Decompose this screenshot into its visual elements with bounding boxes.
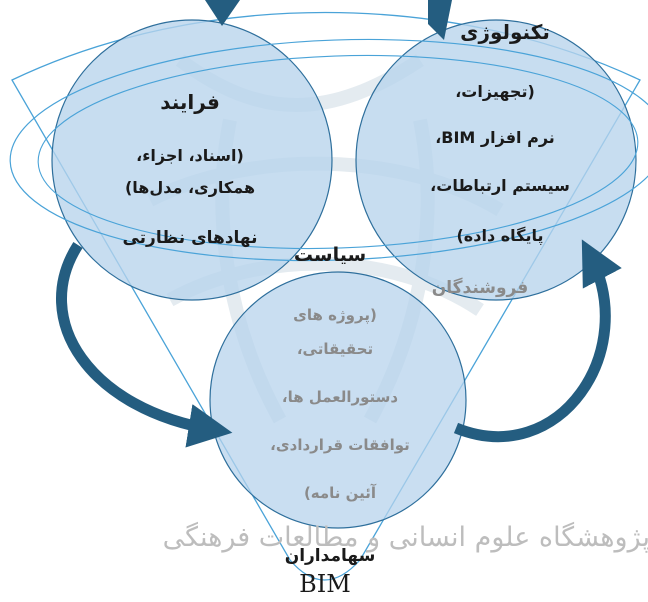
arrow-top-left <box>205 0 240 26</box>
watermark-text: پژوهشگاه علوم انسانی و مطالعات فرهنگی <box>162 522 648 553</box>
technology-line-2: نرم افزار BIM، <box>435 128 555 147</box>
inner-ring <box>37 54 639 250</box>
process-line-3: نهادهای نظارتی <box>122 228 258 248</box>
policy-circle <box>209 271 467 529</box>
policy-title: سیاست <box>293 244 367 266</box>
process-line-1: (اسناد، اجزاء، <box>136 146 244 165</box>
technology-title: تکنولوژی <box>460 20 550 44</box>
technology-line-3: سیستم ارتباطات، <box>430 176 570 195</box>
outer-ring <box>9 38 648 262</box>
arrow-policy-to-technology <box>453 239 622 443</box>
policy-line-4: توافقات قراردادی، <box>270 436 410 454</box>
process-circle <box>51 19 333 301</box>
technology-circle <box>355 19 637 301</box>
process-title: فرایند <box>160 90 220 114</box>
policy-line-5: آئین نامه) <box>303 484 377 502</box>
policy-line-2: تحقیقاتی، <box>296 340 374 358</box>
bim-label: BIM <box>299 570 351 598</box>
technology-line-4: پایگاه داده) <box>456 226 544 245</box>
arrow-process-to-policy <box>56 242 233 448</box>
policy-line-1: (پروژه های <box>293 306 377 324</box>
arrow-top-right <box>428 0 452 40</box>
stakeholders-label: سهامداران <box>284 546 376 566</box>
technology-line-1: (تجهیزات، <box>455 82 535 101</box>
policy-line-3: دستورالعمل ها، <box>281 388 399 406</box>
process-line-2: همکاری، مدل‌ها) <box>124 178 256 197</box>
arrow-top-left-stem <box>214 0 230 8</box>
vendors-label: فروشندگان <box>431 278 529 298</box>
